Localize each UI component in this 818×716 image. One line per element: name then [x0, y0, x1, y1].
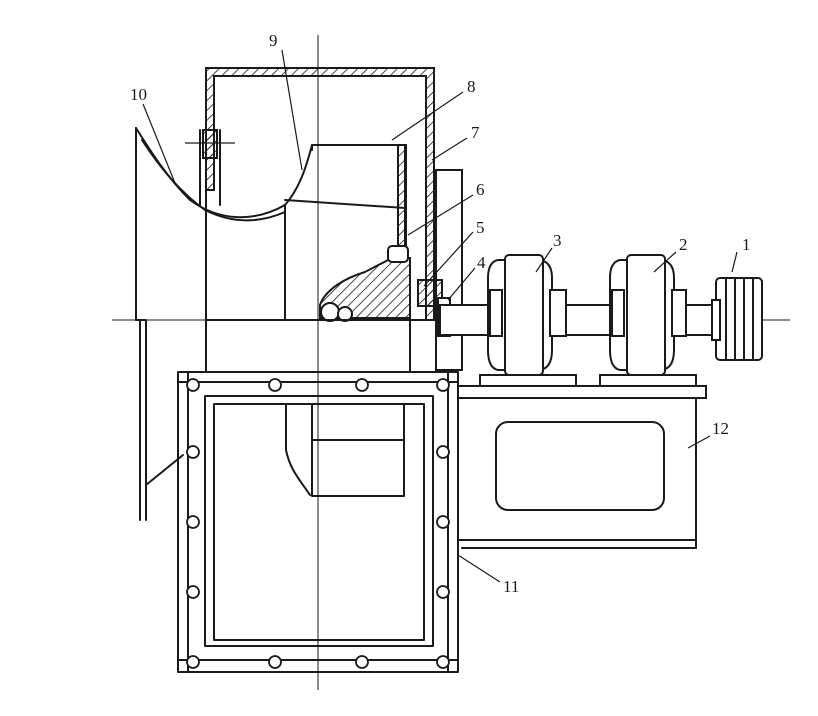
label-2: 2 [679, 235, 688, 254]
lower-housing [205, 169, 463, 373]
label-9: 9 [269, 31, 278, 50]
outlet-flange [177, 371, 459, 673]
label-6: 6 [476, 180, 485, 199]
bearing-2 [599, 254, 697, 388]
label-8: 8 [467, 77, 476, 96]
label-5: 5 [476, 218, 485, 237]
label-3: 3 [553, 231, 562, 250]
label-7: 7 [471, 123, 480, 142]
label-1: 1 [742, 235, 751, 254]
label-11: 11 [503, 577, 519, 596]
inlet-nozzle [135, 127, 286, 521]
volute-casing [205, 67, 435, 321]
flange-bolts [186, 378, 450, 669]
bearing-3 [479, 254, 577, 388]
label-4: 4 [477, 253, 486, 272]
label-12: 12 [712, 419, 729, 438]
bearing-pedestal [457, 385, 707, 549]
leader-lines [142, 49, 738, 583]
pulley [711, 277, 763, 361]
impeller-hub [319, 245, 411, 322]
label-10: 10 [130, 85, 147, 104]
